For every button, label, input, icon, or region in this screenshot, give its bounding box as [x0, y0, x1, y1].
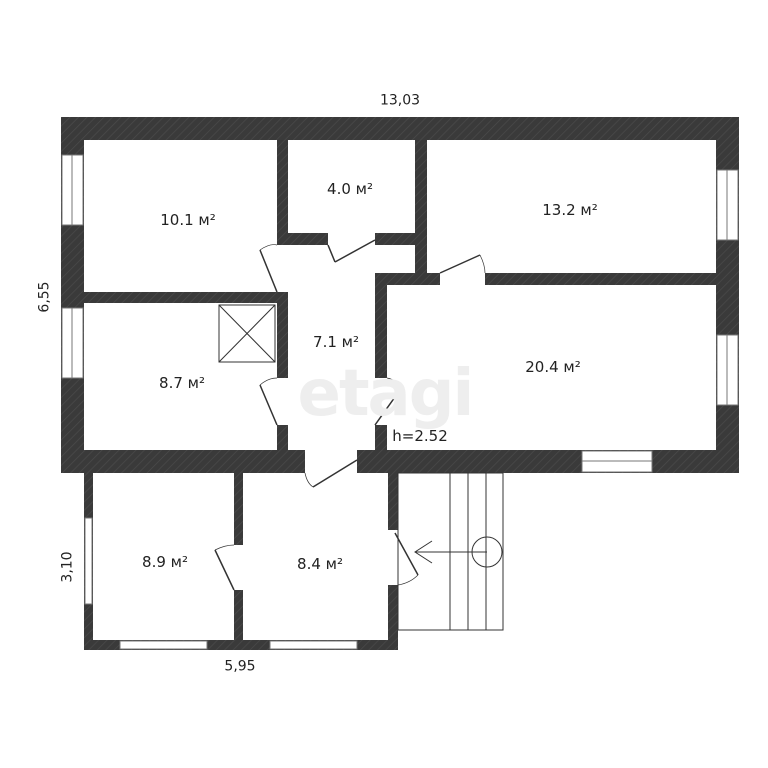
- stairs: [397, 472, 504, 631]
- room-area-label: 8.9 м²: [142, 553, 188, 571]
- dimension-left: 6,55: [36, 281, 53, 313]
- ventilation-shaft: [218, 304, 276, 363]
- room-area-label: 10.1 м²: [160, 211, 216, 229]
- dimension-top: 13,03: [379, 92, 421, 109]
- room-area-label: 13.2 м²: [542, 201, 598, 219]
- dimension-bottom: 5,95: [224, 658, 256, 675]
- room-area-label: 7.1 м²: [313, 333, 359, 351]
- doors: [214, 239, 486, 591]
- ceiling-height: h=2.52: [392, 427, 448, 445]
- watermark: etagi: [297, 357, 475, 431]
- dimension-lower-left: 3,10: [59, 551, 76, 583]
- room-area-label: 8.7 м²: [159, 374, 205, 392]
- room-area-label: 20.4 м²: [525, 358, 581, 376]
- room-area-label: 4.0 м²: [327, 180, 373, 198]
- windows: [61, 154, 739, 650]
- room-area-label: 8.4 м²: [297, 555, 343, 573]
